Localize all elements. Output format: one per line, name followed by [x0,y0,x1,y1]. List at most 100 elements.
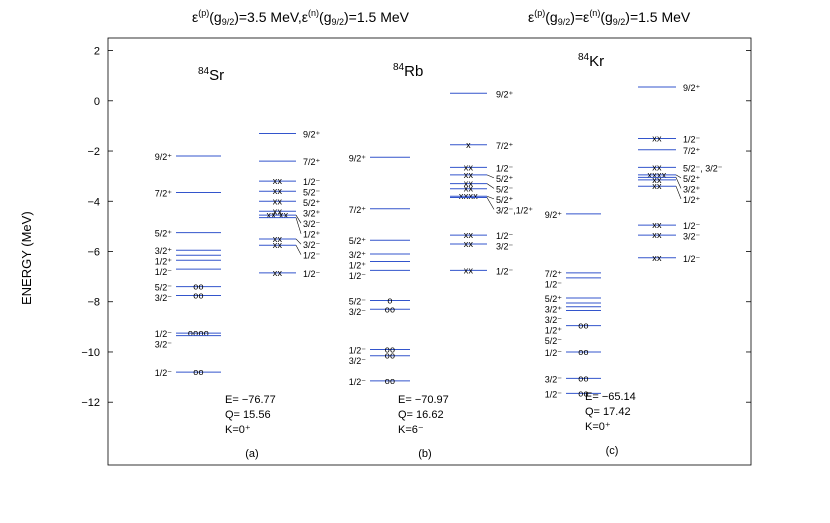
occupation-mark-c-right: xxxx [647,170,666,180]
header-right-post: )=1.5 MeV [625,9,691,25]
y-tick-label: −2 [87,146,100,158]
level-label-b-left: 3/2⁺ [349,250,367,260]
y-tick-label: −12 [81,397,100,409]
nucleus-symbol-a: Sr [209,67,225,84]
occupation-mark-c-left: oo [578,388,589,398]
level-label-b-left: 5/2⁺ [349,236,367,246]
level-label-a-left: 1/2⁻ [155,267,173,277]
header-right-n: (n) [589,8,601,18]
level-label-c-right: 5/2⁺ [683,174,701,184]
panel-stat-c: Q= 17.42 [585,406,631,418]
header-right-g1: (g [545,9,558,25]
level-label-a-right: 3/2⁺ [303,209,321,219]
level-label-c-left: 1/2⁻ [545,389,563,399]
level-label-c-left: 3/2⁻ [545,315,563,325]
occupation-mark-a-left: oooo [188,328,209,338]
occupation-mark-b-left: oo [385,376,396,386]
leader-line-a [295,238,302,245]
occupation-mark-a-right: xx xx [266,210,288,220]
level-label-b-left: 7/2⁺ [349,205,367,215]
level-label-c-right: 1/2⁻ [683,134,701,144]
level-label-b-right: 1/2⁻ [496,163,514,173]
panel-caption-a: (a) [245,448,258,460]
header-right-g2: (g [600,9,613,25]
header-left-pre: ε [192,9,199,25]
nucleus-label-c: 84Kr [578,52,604,70]
level-label-c-left: 1/2⁻ [545,279,563,289]
panel-stat-b: Q= 16.62 [398,409,444,421]
level-label-b-left: 1/2⁺ [349,261,367,271]
occupation-mark-b-right: x [466,140,471,150]
panel-stat-a: E= −76.77 [225,394,276,406]
y-tick-label: −10 [81,347,100,359]
level-label-b-left: 1/2⁻ [349,271,367,281]
level-label-c-left: 9/2⁺ [545,210,563,220]
level-label-b-right: 3/2⁻,1/2⁺ [496,205,533,215]
panel-caption-c: (c) [606,445,619,457]
occupation-mark-a-left: oo [193,290,204,300]
nucleus-symbol-b: Rb [404,63,424,80]
level-label-a-left: 1/2⁺ [155,257,173,267]
leader-line-b [486,174,495,179]
header-left-mid: )=3.5 MeV,ε [234,9,309,25]
nucleus-mass-b: 84 [393,62,405,73]
occupation-mark-a-left: oo [193,282,204,292]
panel-stat-c: E= −65.14 [585,391,636,403]
level-label-b-left: 9/2⁺ [349,153,367,163]
level-label-a-left: 3/2⁻ [155,293,173,303]
level-label-a-right: 1/2⁻ [303,251,321,261]
header-right: ε(p)(g9/2)=ε(n)(g9/2)=1.5 MeV [528,8,690,27]
level-label-c-right: 3/2⁺ [683,184,701,194]
occupation-mark-c-left: oo [578,321,589,331]
header-left-p: (p) [198,8,210,18]
level-label-c-left: 7/2⁺ [545,269,563,279]
occupation-mark-c-right: xx [652,253,662,263]
occupation-mark-b-right: xx [464,230,474,240]
nucleus-label-a: 84Sr [198,66,224,84]
header-left-s2: 9/2 [331,17,345,27]
level-label-c-left: 1/2⁺ [545,325,563,335]
level-label-a-left: 9/2⁺ [155,152,173,162]
level-label-b-right: 5/2⁻ [496,184,514,194]
level-label-b-left: 3/2⁻ [349,356,367,366]
level-label-c-right: 9/2⁺ [683,83,701,93]
header-left-s1: 9/2 [221,17,235,27]
occupation-mark-a-right: xx [273,234,283,244]
y-tick-label: −4 [87,196,100,208]
panel-stat-c: K=0⁺ [585,421,611,433]
level-label-a-right: 1/2⁻ [303,177,321,187]
panel-caption-b: (b) [418,448,431,460]
nucleus-mass-a: 84 [198,66,210,77]
level-label-a-left: 1/2⁻ [155,368,173,378]
panel-stat-a: K=0⁺ [225,424,251,436]
leader-line-b [486,197,495,210]
level-label-b-right: 5/2⁺ [496,195,514,205]
header-left-g2: (g [319,9,332,25]
occupation-mark-b-left: oo [385,344,396,354]
level-label-c-left: 3/2⁻ [545,374,563,384]
level-label-a-right: 3/2⁻ [303,240,321,250]
occupation-mark-b-right: xx [464,170,474,180]
occupation-mark-a-left: oo [193,367,204,377]
level-label-a-left: 3/2⁻ [155,340,173,350]
header-right-mid: )=ε [570,9,590,25]
level-label-c-right: 7/2⁺ [683,146,701,156]
occupation-mark-b-right: xx [464,162,474,172]
header-left: ε(p)(g9/2)=3.5 MeV,ε(n)(g9/2)=1.5 MeV [192,8,409,27]
header-left-n: (n) [308,8,320,18]
header-left-g1: (g [209,9,222,25]
level-label-c-right: 1/2⁺ [683,195,701,205]
occupation-mark-c-left: oo [578,373,589,383]
level-label-a-right: 1/2⁺ [303,230,321,240]
level-label-b-right: 1/2⁻ [496,231,514,241]
occupation-mark-b-right: xx [464,239,474,249]
occupation-mark-b-right: xx [464,265,474,275]
occupation-mark-a-right: xx [273,268,283,278]
y-tick-label: −6 [87,247,100,259]
level-label-a-right: 5/2⁺ [303,198,321,208]
occupation-mark-c-right: xx [652,133,662,143]
level-label-c-left: 5/2⁺ [545,294,563,304]
level-label-c-right: 5/2⁻, 3/2⁻ [683,163,723,173]
level-label-b-right: 7/2⁺ [496,141,514,151]
